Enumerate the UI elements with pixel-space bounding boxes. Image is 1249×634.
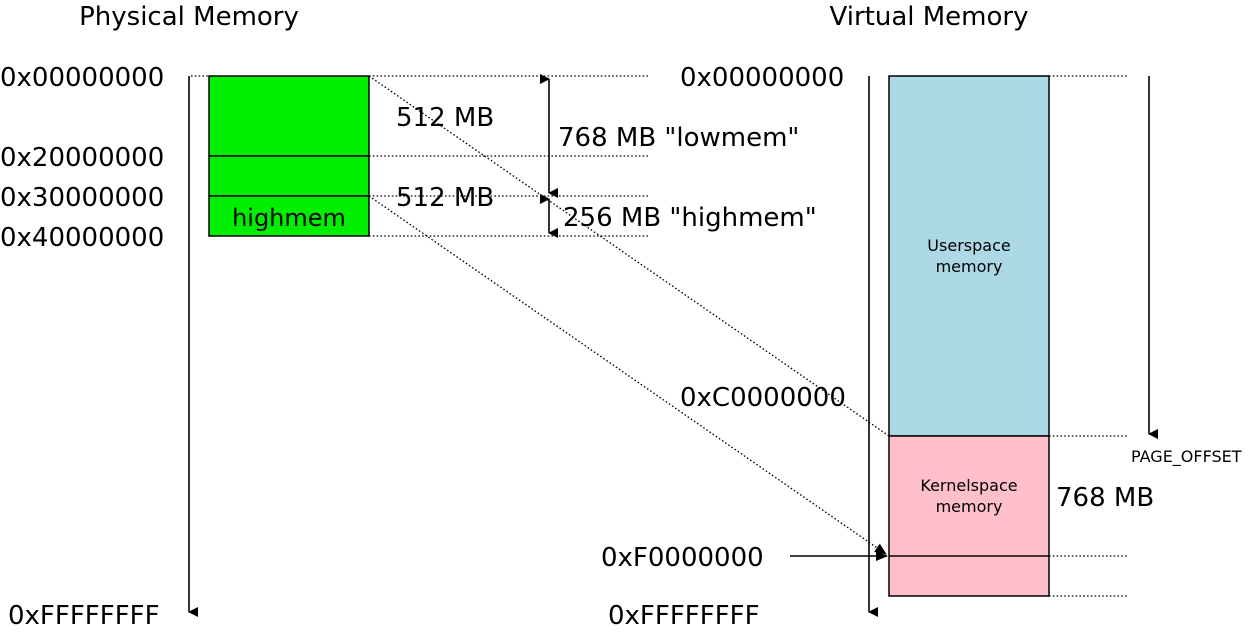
kernelspace-block xyxy=(888,435,1050,597)
mapping-line-lowmem xyxy=(368,75,890,437)
phys-block-512-768mb xyxy=(208,155,370,197)
phys-addr-0x30000000: 0x30000000 xyxy=(0,183,164,213)
userspace-label-line2: memory xyxy=(936,257,1003,276)
virtual-memory-title: Virtual Memory xyxy=(830,2,1029,32)
phys-addr-0x00000000: 0x00000000 xyxy=(0,63,164,93)
physical-memory-title: Physical Memory xyxy=(79,2,299,32)
virt-addr-0xF0000000: 0xF0000000 xyxy=(601,543,764,573)
lowmem-range-label: 768 MB "lowmem" xyxy=(558,123,799,153)
mapping-line-highmem xyxy=(368,195,887,555)
highmem-range-label: 256 MB "highmem" xyxy=(563,203,817,233)
phys-addr-0x20000000: 0x20000000 xyxy=(0,143,164,173)
kernelspace-label-line2: memory xyxy=(936,497,1003,516)
userspace-block xyxy=(888,75,1050,437)
highmem-block-label: highmem xyxy=(232,204,346,232)
size-512mb-label-b: 512 MB xyxy=(396,183,494,213)
virt-addr-0x00000000: 0x00000000 xyxy=(680,63,844,93)
virt-addr-0xFFFFFFFF: 0xFFFFFFFF xyxy=(608,601,760,631)
phys-block-highmem xyxy=(208,195,370,237)
kernel-size-label: 768 MB xyxy=(1056,483,1154,513)
userspace-label-line1: Userspace xyxy=(927,236,1010,255)
phys-addr-0x40000000: 0x40000000 xyxy=(0,223,164,253)
phys-block-0-512mb xyxy=(208,75,370,157)
phys-addr-0xFFFFFFFF: 0xFFFFFFFF xyxy=(8,601,160,631)
virt-addr-0xC0000000: 0xC0000000 xyxy=(680,383,846,413)
page-offset-label: PAGE_OFFSET xyxy=(1131,447,1242,467)
kernelspace-label-line1: Kernelspace xyxy=(920,476,1017,495)
